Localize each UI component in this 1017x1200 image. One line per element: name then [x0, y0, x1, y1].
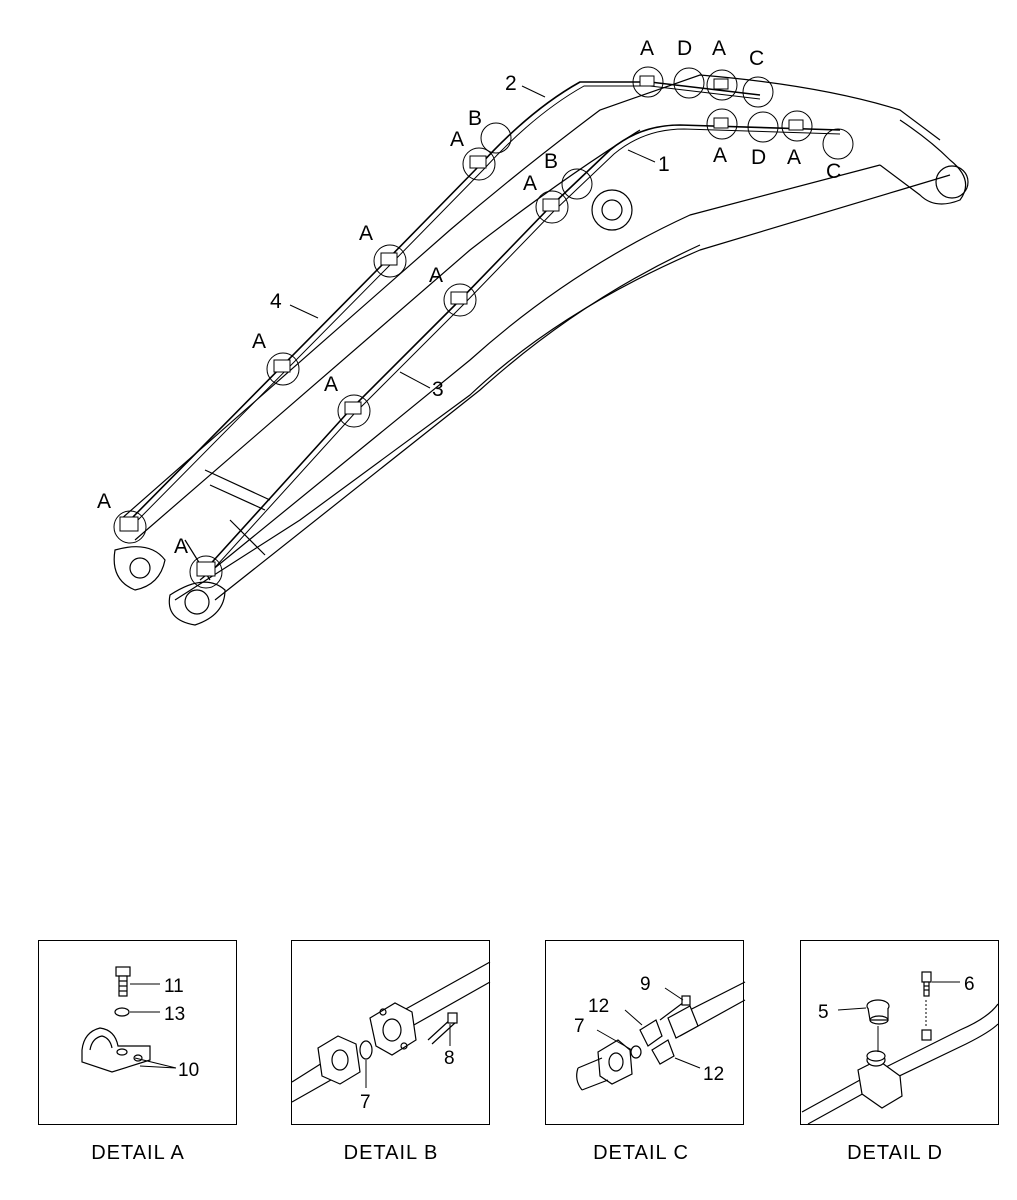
callout-a: A: [252, 330, 266, 353]
callout-1: 1: [658, 153, 670, 176]
callout-a: A: [713, 144, 727, 167]
boom-upper-edge: [119, 74, 941, 521]
callout-a: A: [359, 222, 373, 245]
callout-c: C: [826, 160, 841, 183]
callout-a: A: [640, 37, 654, 60]
clamp-circle: [673, 67, 705, 99]
callout-4: 4: [270, 290, 282, 313]
callout-a: A: [712, 37, 726, 60]
boom-assembly-drawing: 2 1 4 3 A D A C A D A C B A B A A A A A …: [97, 37, 969, 626]
clamp-circle: [706, 69, 738, 101]
clamp-circle: [113, 510, 147, 544]
boom-foot-right: [168, 581, 226, 626]
detail-b-caption: DETAIL B: [343, 1142, 439, 1164]
boom-top-end: [879, 119, 967, 205]
clamp-circle: [822, 128, 854, 160]
callout-3: 3: [432, 378, 444, 401]
clamp-circle: [189, 555, 223, 589]
flange-circle: [561, 168, 593, 200]
clamp-circle: [337, 394, 371, 428]
detail-a-box: [38, 940, 237, 1125]
clamp-circle: [781, 110, 813, 142]
clamp-circle: [742, 76, 774, 108]
clamp-circle: [266, 352, 300, 386]
callout-a: A: [324, 373, 338, 396]
detail-c-box: [545, 940, 744, 1125]
clamp-circle: [535, 190, 569, 224]
callout-d: D: [751, 146, 766, 169]
detail-a-caption: DETAIL A: [91, 1142, 185, 1164]
callout-c: C: [749, 47, 764, 70]
callout-b: B: [468, 107, 482, 130]
flange-circle: [480, 122, 512, 154]
callout-a: A: [97, 490, 111, 513]
clamp-circle: [462, 147, 496, 181]
callout-a: A: [523, 172, 537, 195]
callout-b: B: [544, 150, 558, 173]
detail-b-box: [291, 940, 490, 1125]
clamp-circle: [443, 283, 477, 317]
callout-a: A: [429, 264, 443, 287]
boom-foot-left: [113, 546, 166, 591]
callout-a: A: [174, 535, 188, 558]
clamp-circle: [373, 244, 407, 278]
callout-2: 2: [505, 72, 517, 95]
pipe-1: [204, 124, 841, 571]
clamp-circle: [706, 108, 738, 140]
detail-c-caption: DETAIL C: [593, 1142, 689, 1164]
callout-d: D: [677, 37, 692, 60]
detail-d-caption: DETAIL D: [847, 1142, 943, 1164]
detail-d-box: [800, 940, 999, 1125]
boom-lower-edge: [174, 174, 951, 601]
clamp-circle: [747, 111, 779, 143]
callout-a: A: [787, 146, 801, 169]
callout-a: A: [450, 128, 464, 151]
clamp-circle: [632, 66, 664, 98]
